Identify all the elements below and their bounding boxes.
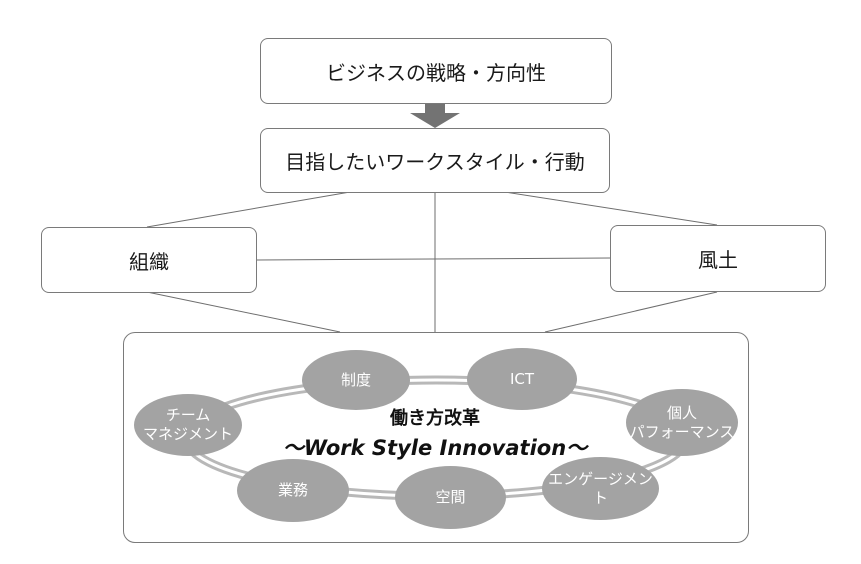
line-organization-culture bbox=[256, 257, 611, 261]
culture-label: 風土 bbox=[698, 248, 738, 272]
engagement-element: エンゲージメント bbox=[542, 457, 659, 520]
individual-performance-element: 個人 パフォーマンス bbox=[626, 389, 738, 456]
work-style-label: 目指したいワークスタイル・行動 bbox=[285, 150, 585, 174]
center-title: 働き方改革 bbox=[390, 408, 480, 429]
line-organization-panel bbox=[146, 291, 341, 333]
work-style-box: 目指したいワークスタイル・行動 bbox=[260, 128, 610, 193]
line-culture-panel bbox=[544, 291, 718, 333]
space-element: 空間 bbox=[395, 466, 506, 529]
line-workstyle-culture bbox=[504, 191, 718, 226]
business-strategy-label: ビジネスの戦略・方向性 bbox=[326, 60, 546, 85]
culture-box: 風土 bbox=[610, 225, 826, 292]
operations-element: 業務 bbox=[237, 459, 349, 522]
team-management-element: チーム マネジメント bbox=[134, 394, 242, 456]
system-element: 制度 bbox=[302, 350, 410, 410]
organization-box: 組織 bbox=[41, 227, 257, 293]
center-subtitle: ～Work Style Innovation～ bbox=[282, 436, 588, 460]
line-workstyle-organization bbox=[146, 191, 351, 228]
organization-label: 組織 bbox=[129, 249, 169, 274]
ict-element: ICT bbox=[467, 348, 577, 410]
business-strategy-box: ビジネスの戦略・方向性 bbox=[260, 38, 612, 104]
